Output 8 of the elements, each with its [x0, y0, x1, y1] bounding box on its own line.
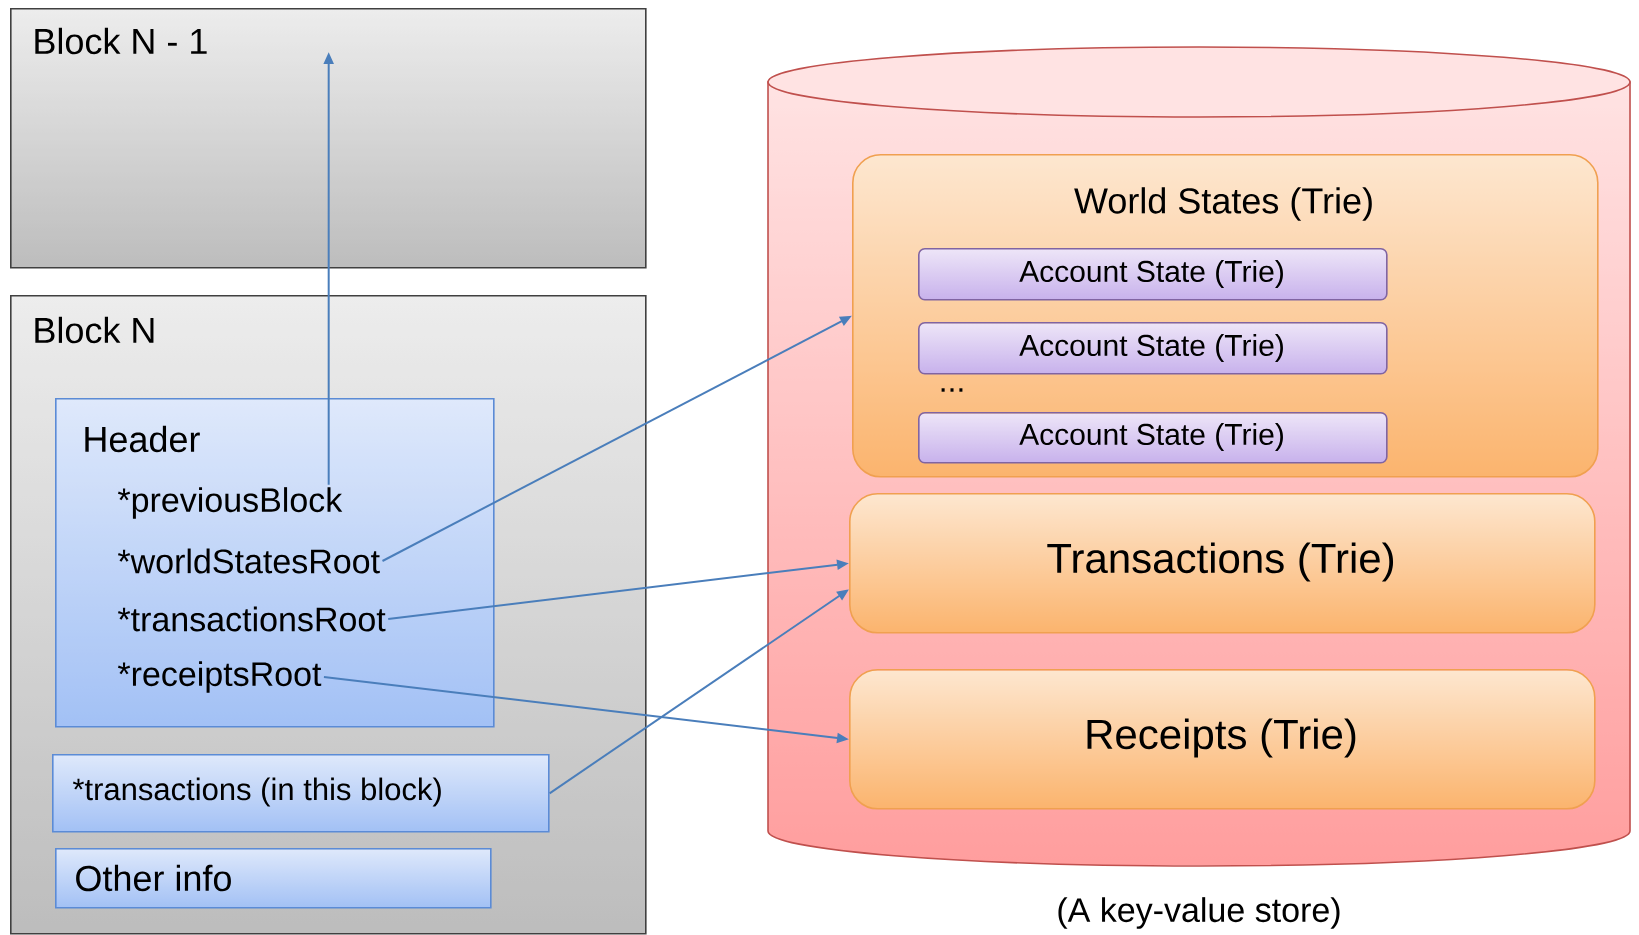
node-label: (A key-value store): [1058, 897, 1340, 929]
field-label: *worldStatesRoot: [117, 548, 380, 574]
field-label: *previousBlock: [117, 487, 343, 519]
field-box: Other info: [55, 848, 492, 909]
field-label: *transactionsRoot: [117, 606, 386, 632]
field-box: *transactions (in this block): [52, 754, 550, 833]
field-label: *receiptsRoot: [117, 661, 322, 693]
block-box: Block N - 1: [10, 8, 647, 269]
